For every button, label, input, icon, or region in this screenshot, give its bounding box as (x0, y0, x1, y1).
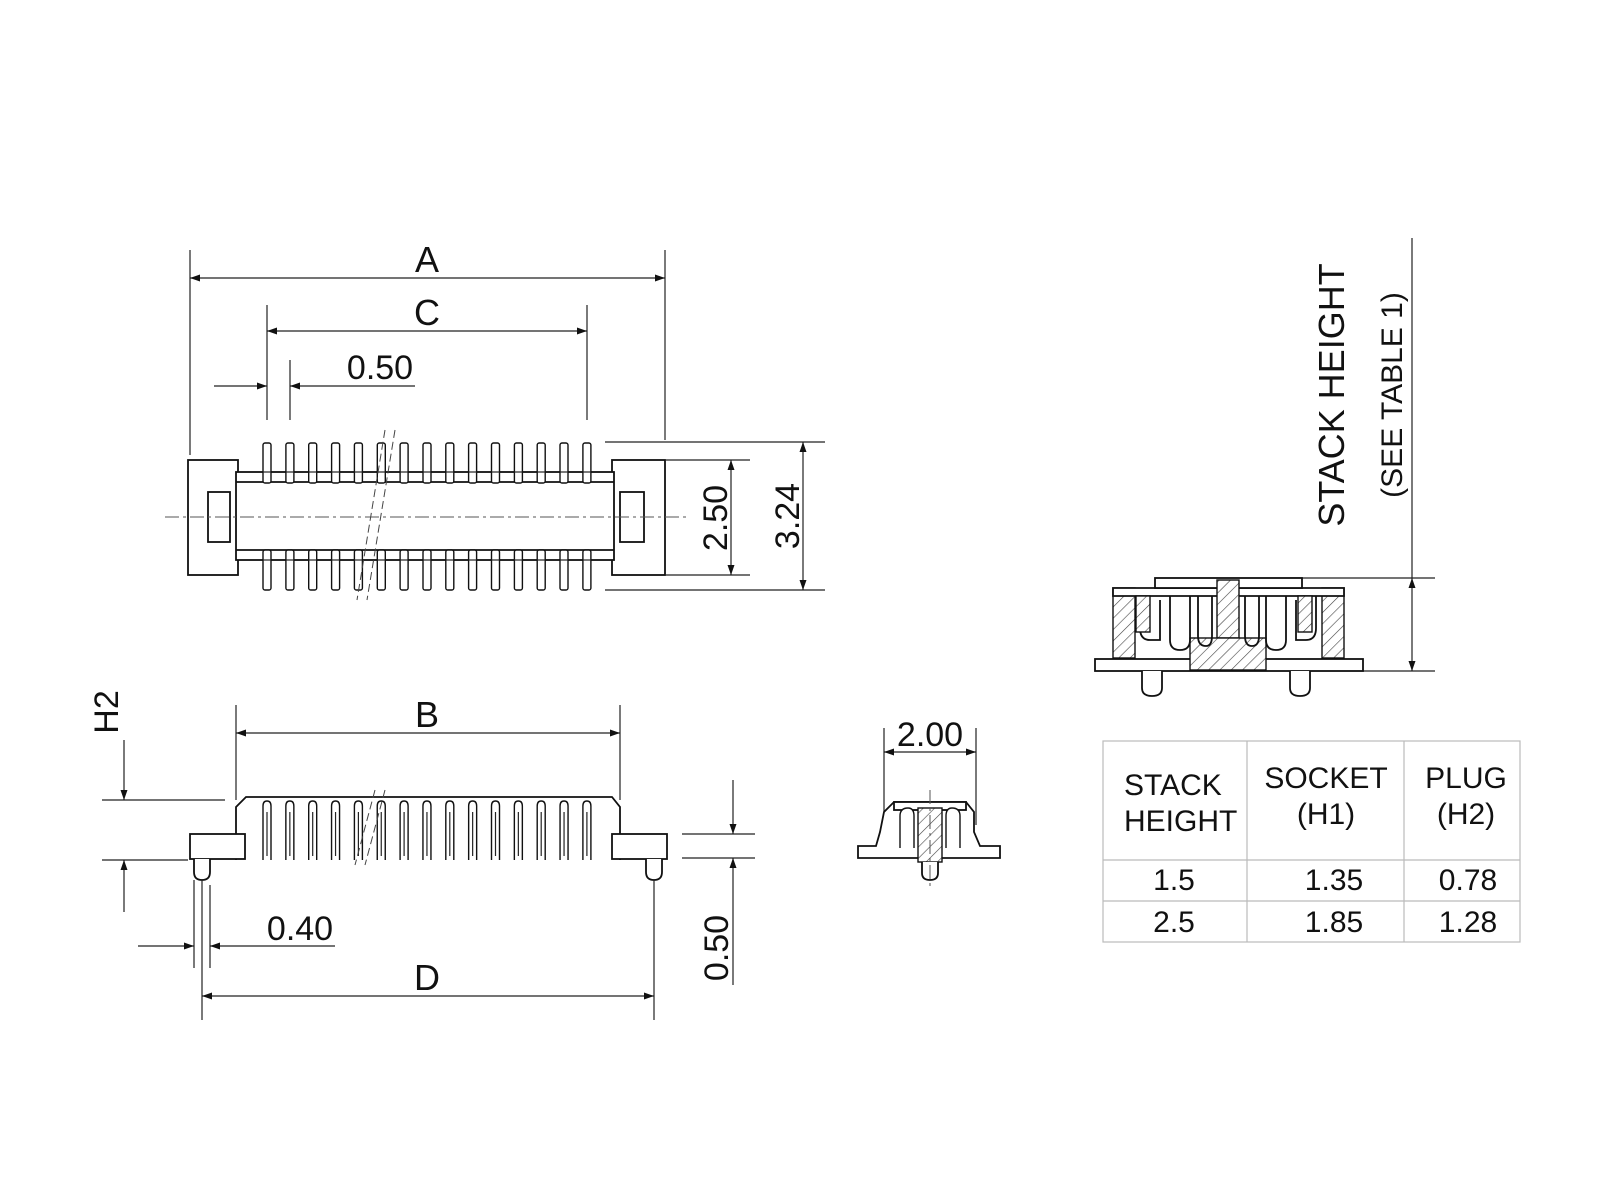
pin (513, 549, 524, 591)
stack-height-subtitle: (SEE TABLE 1) (1376, 292, 1409, 498)
pin (376, 442, 386, 484)
pin (513, 442, 524, 484)
pin (467, 549, 478, 591)
dim-c-label: C (414, 292, 440, 333)
stack-view: STACK HEIGHT (SEE TABLE 1) (1094, 238, 1435, 697)
table-cell: 1.5 (1153, 864, 1195, 897)
pin (308, 549, 318, 591)
table-header-plug-1: PLUG (1425, 762, 1507, 795)
pin (559, 442, 569, 484)
stack-height-title: STACK HEIGHT (1311, 263, 1352, 526)
table-header-stack-1: STACK (1124, 769, 1222, 802)
table-header-plug-2: (H2) (1437, 798, 1495, 831)
table-cell: 1.28 (1439, 906, 1497, 939)
stack-table: STACK HEIGHT SOCKET (H1) PLUG (H2) 1.5 1… (1102, 740, 1521, 943)
dim-width-outer-label: 3.24 (769, 483, 807, 549)
dim-pin-width-label: 0.40 (267, 910, 333, 948)
pin (582, 549, 592, 591)
dim-d-label: D (414, 957, 440, 998)
front-view: B H2 0.40 D 0.50 (88, 690, 755, 1020)
dim-b-label: B (415, 694, 439, 735)
pin (559, 549, 569, 591)
pin (536, 442, 546, 484)
pin (422, 442, 432, 484)
table-cell: 1.85 (1305, 906, 1363, 939)
dim-h2-label: H2 (88, 690, 126, 733)
pin (582, 442, 592, 484)
pin (467, 442, 478, 484)
pin (353, 549, 364, 591)
pin (490, 549, 501, 591)
table-header-stack-2: HEIGHT (1124, 805, 1237, 838)
pin (376, 549, 386, 591)
dim-standoff-label: 0.50 (698, 915, 736, 981)
pin (330, 442, 341, 484)
pin (353, 442, 364, 484)
pin (399, 442, 409, 484)
pin (445, 442, 455, 484)
dim-a-label: A (415, 239, 439, 280)
top-view: A C 0.50 2.50 3.24 (165, 239, 825, 601)
table-header-socket-1: SOCKET (1264, 762, 1387, 795)
table-cell: 2.5 (1153, 906, 1195, 939)
pin (262, 442, 272, 484)
pin (490, 442, 501, 484)
pin (285, 549, 295, 591)
pin (262, 549, 272, 591)
pin (399, 549, 409, 591)
dim-pitch-label: 0.50 (347, 349, 413, 387)
side-view: 2.00 (857, 716, 1001, 890)
pin (330, 549, 341, 591)
pin (308, 442, 318, 484)
pin (445, 549, 455, 591)
pin (422, 549, 432, 591)
dim-side-width-label: 2.00 (897, 716, 963, 754)
table-header-socket-2: (H1) (1297, 798, 1355, 831)
table-cell: 1.35 (1305, 864, 1363, 897)
pin (285, 442, 295, 484)
pin (536, 549, 546, 591)
table-cell: 0.78 (1439, 864, 1497, 897)
dim-width-inner-label: 2.50 (697, 485, 735, 551)
